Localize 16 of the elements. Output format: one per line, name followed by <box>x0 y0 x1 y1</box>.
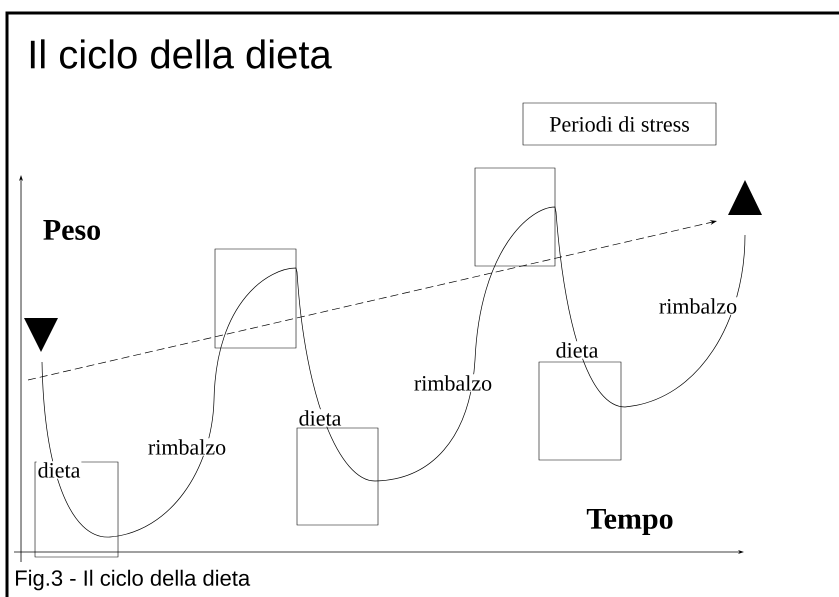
rectangle <box>296 428 378 526</box>
curve-label: rimbalzo <box>658 297 738 315</box>
rectangle <box>214 248 296 348</box>
curve-label: dieta <box>298 409 342 427</box>
rectangle <box>34 462 118 558</box>
caption: Fig.3 - Il ciclo della dieta <box>16 570 250 590</box>
curve-label: rimbalzo <box>146 438 228 456</box>
curve-label: dieta <box>554 341 600 359</box>
title: Il ciclo della dieta <box>30 39 332 69</box>
curve-label: dieta <box>36 461 82 479</box>
axis-label: Tempo <box>585 508 675 536</box>
text-box: Periodi di stress <box>522 102 716 146</box>
rectangle <box>474 168 556 266</box>
axis-label: Peso <box>42 219 102 241</box>
rectangle <box>538 362 622 460</box>
curve-label: rimbalzo <box>412 374 494 392</box>
